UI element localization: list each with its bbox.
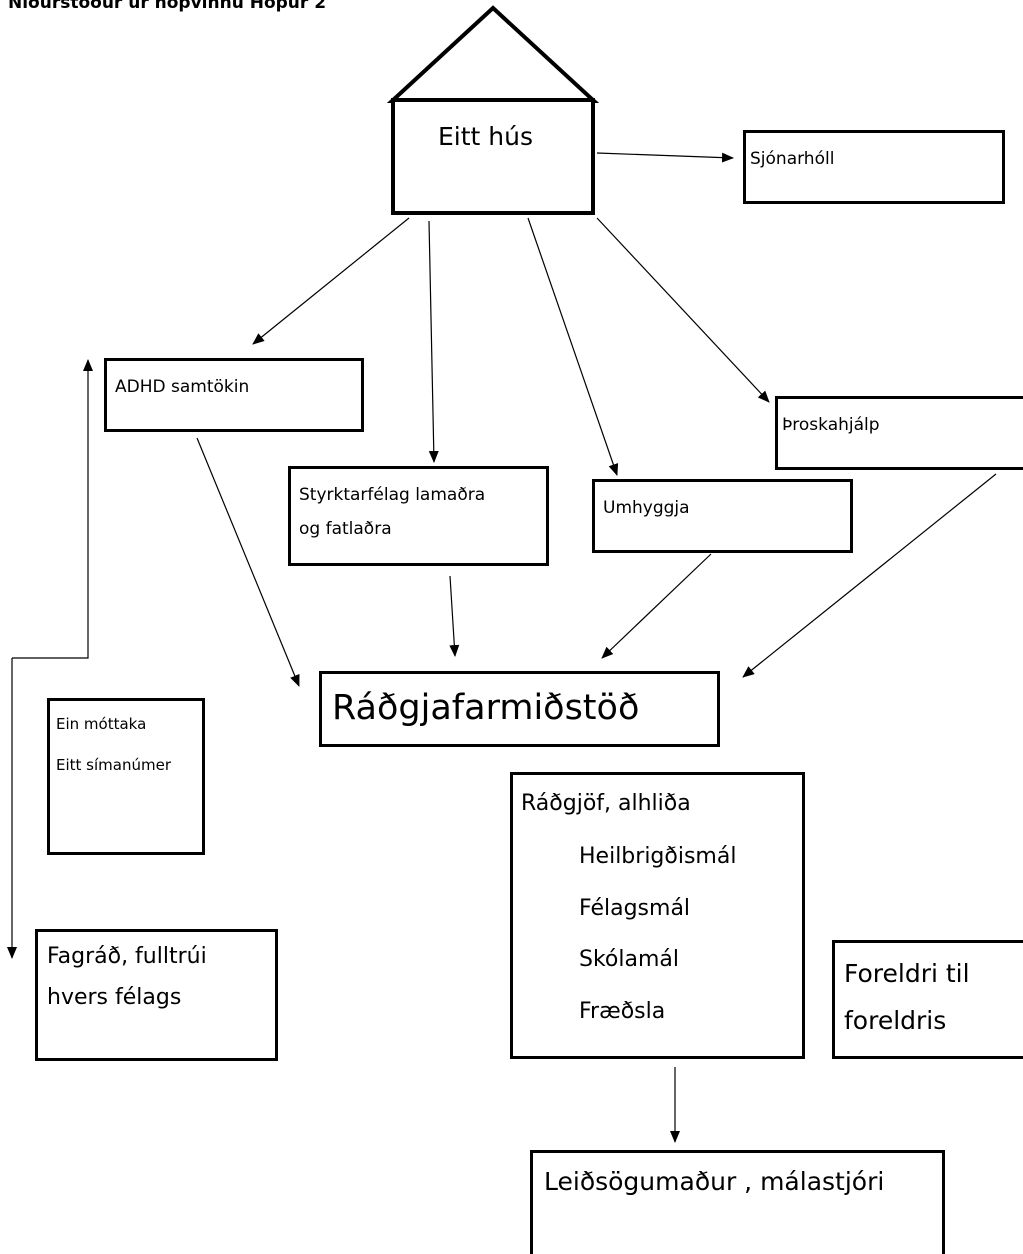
radgjafarmidstod-box: Ráðgjafarmiðstöð	[319, 671, 720, 747]
fagrad-label-line1: Fagráð, fulltrúi	[47, 944, 207, 969]
arrow-hub-to-throskahjalp	[596, 217, 770, 403]
styrktarfelag-label-line2: og fatlaðra	[299, 519, 392, 539]
sjonarholl-box: Sjónarhóll	[743, 130, 1005, 204]
mottaka-label-line1: Ein móttaka	[56, 715, 147, 733]
fagrad-box: Fagráð, fulltrúi hvers félags	[35, 929, 278, 1061]
arrow-styrktarfelag-to-radgjafarmidstod	[449, 575, 460, 657]
arrow-throskahjalp-to-radgjafarmidstod	[742, 473, 997, 678]
throskahjalp-box: Þroskahjálp	[775, 396, 1023, 470]
styrktarfelag-label-line1: Styrktarfélag lamaðra	[299, 485, 486, 505]
leidsogumadur-label: Leiðsögumaður , málastjóri	[544, 1167, 885, 1196]
hub-label: Eitt hús	[438, 122, 534, 151]
foreldri-label-line2: foreldris	[844, 1006, 947, 1035]
styrktarfelag-box: Styrktarfélag lamaðra og fatlaðra	[288, 466, 549, 566]
radgjof-item-heilbrigdismal: Heilbrigðismál	[579, 844, 737, 869]
adhd-box: ADHD samtökin	[104, 358, 364, 432]
arrow-hub-to-styrktarfelag	[428, 220, 439, 463]
radgjof-item-felagsmal: Félagsmál	[579, 896, 691, 921]
arrow-adhd-to-radgjafarmidstod	[196, 437, 300, 687]
mottaka-box: Ein móttaka Eitt símanúmer	[47, 698, 205, 855]
page-title: Niðurstöður úr hópvinnu Hópur 2	[8, 0, 327, 13]
arrow-hub-to-umhyggja	[527, 217, 619, 476]
foreldri-label-line1: Foreldri til	[844, 959, 970, 988]
arrow-hub-to-adhd	[252, 217, 410, 345]
radgjof-item-fraedsla: Fræðsla	[579, 999, 666, 1024]
arrow-umhyggja-to-radgjafarmidstod	[601, 553, 712, 659]
arrow-hub-to-sjonarholl	[596, 152, 734, 163]
leidsogumadur-box: Leiðsögumaður , málastjóri	[530, 1150, 945, 1254]
adhd-label: ADHD samtökin	[115, 377, 250, 397]
radgjof-box: Ráðgjöf, alhliða Heilbrigðismál Félagsmá…	[510, 772, 805, 1059]
radgjof-title: Ráðgjöf, alhliða	[521, 791, 691, 816]
sjonarholl-label: Sjónarhóll	[750, 149, 835, 169]
hub-box: Eitt hús	[391, 98, 595, 215]
radgjafarmidstod-label: Ráðgjafarmiðstöð	[332, 688, 640, 728]
radgjof-item-skolamal: Skólamál	[579, 947, 679, 972]
umhyggja-box: Umhyggja	[592, 479, 853, 553]
fagrad-label-line2: hvers félags	[47, 985, 182, 1010]
arrow-to-adhd-elbow	[12, 359, 93, 659]
throskahjalp-label: Þroskahjálp	[782, 415, 880, 435]
umhyggja-label: Umhyggja	[603, 498, 690, 518]
foreldri-box: Foreldri til foreldris	[832, 940, 1023, 1059]
mottaka-label-line2: Eitt símanúmer	[56, 756, 171, 774]
house-roof	[386, 5, 600, 103]
